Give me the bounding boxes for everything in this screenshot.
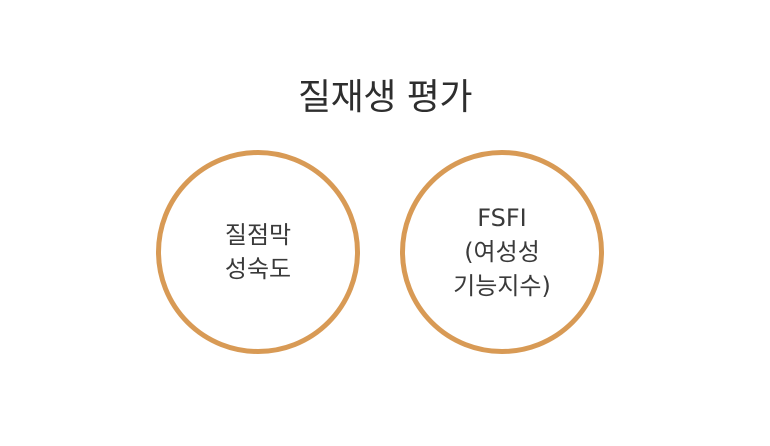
circle-label-line: FSFI bbox=[477, 204, 527, 232]
fsfi-circle: FSFI (여성성 기능지수) bbox=[400, 150, 604, 354]
circle-label-line: 기능지수) bbox=[453, 272, 551, 300]
vaginal-mucosa-maturity-circle: 질점막 성숙도 bbox=[156, 150, 360, 354]
circle-label-line: 성숙도 bbox=[224, 255, 292, 283]
circle-label-line: 질점막 bbox=[224, 221, 292, 249]
page-title: 질재생 평가 bbox=[297, 77, 473, 118]
circle-label-line: (여성성 bbox=[464, 238, 540, 266]
